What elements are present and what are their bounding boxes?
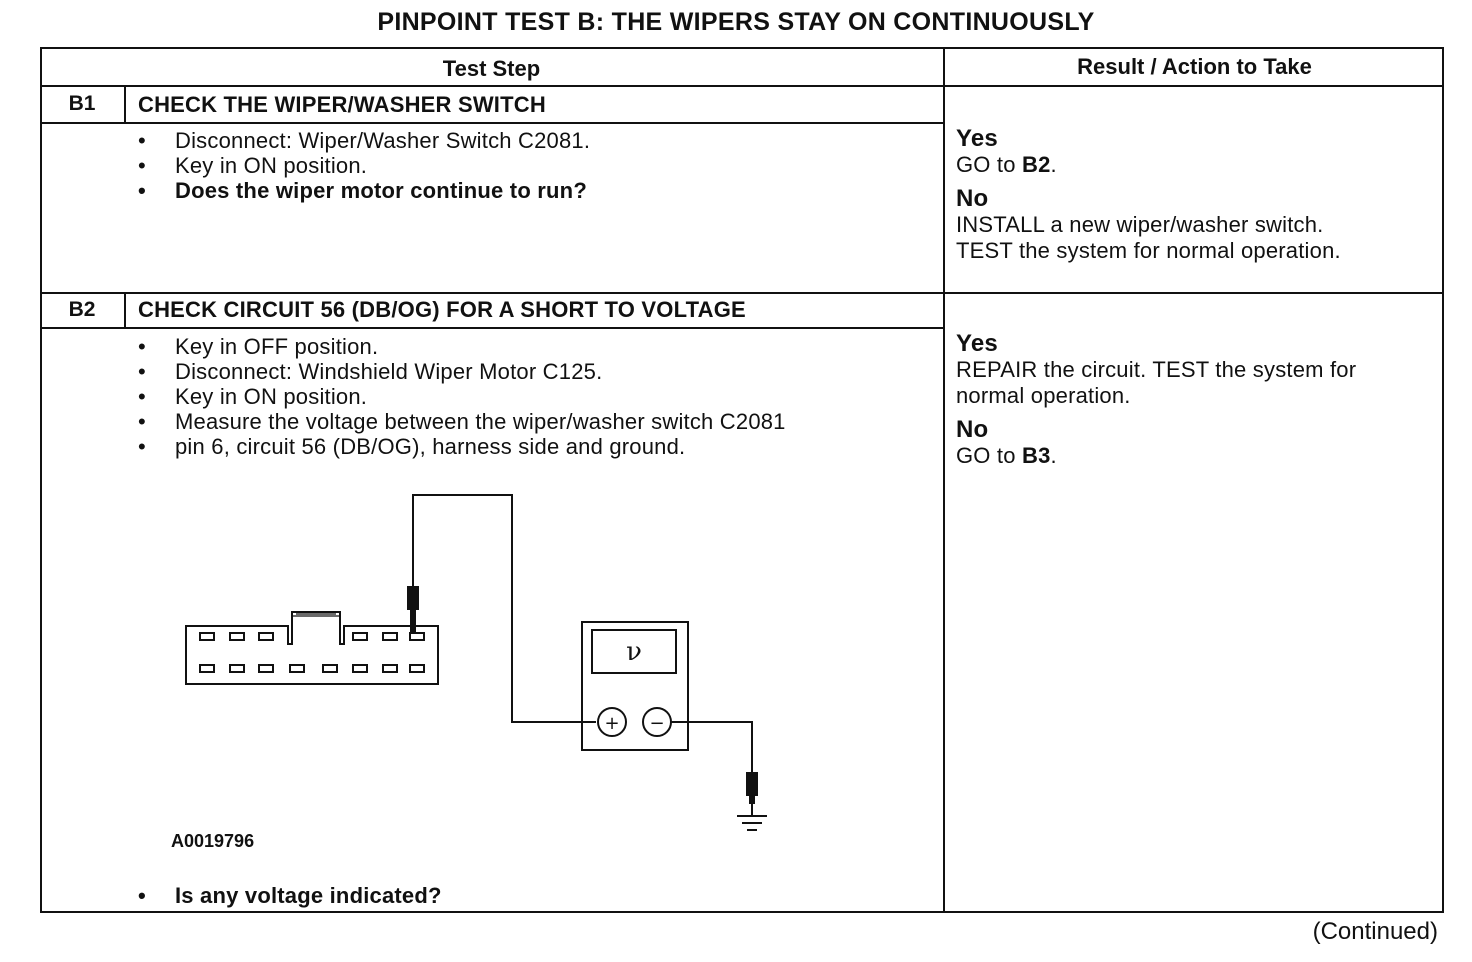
result-yes-label: Yes bbox=[956, 125, 998, 152]
positive-test-lead bbox=[412, 494, 596, 723]
negative-test-lead bbox=[671, 721, 753, 775]
connector-pin bbox=[199, 632, 215, 641]
result-no-action: GO to B3. bbox=[956, 443, 1057, 468]
step-b2-bullet: Key in OFF position. bbox=[138, 334, 928, 359]
column-header-test-step: Test Step bbox=[442, 56, 541, 81]
voltage-test-illustration: ν + − bbox=[185, 494, 767, 831]
probe-ground bbox=[746, 772, 758, 796]
voltmeter-display bbox=[591, 629, 677, 674]
step-reference: B2 bbox=[1022, 152, 1051, 177]
step-b2-id: B2 bbox=[68, 298, 96, 321]
step-b1-result: Yes GO to B2. No INSTALL a new wiper/was… bbox=[956, 126, 1436, 264]
connector-pin bbox=[352, 632, 368, 641]
result-no-action: TEST the system for normal operation. bbox=[956, 238, 1341, 263]
result-no-action: INSTALL a new wiper/washer switch. bbox=[956, 212, 1324, 237]
step-b2-result: Yes REPAIR the circuit. TEST the system … bbox=[956, 331, 1436, 469]
step-b2-bullet: Disconnect: Windshield Wiper Motor C125. bbox=[138, 359, 928, 384]
result-yes-action: GO to B2. bbox=[956, 152, 1057, 177]
connector-pin bbox=[382, 632, 398, 641]
step-b1-bullet: Key in ON position. bbox=[138, 153, 928, 178]
step-b1-title: CHECK THE WIPER/WASHER SWITCH bbox=[138, 92, 546, 117]
b1-b2-divider bbox=[40, 292, 1444, 294]
voltmeter-symbol: ν bbox=[626, 637, 642, 667]
b1-id-divider bbox=[124, 86, 126, 123]
step-b2-bullet: Measure the voltage between the wiper/wa… bbox=[138, 409, 928, 434]
connector-pin bbox=[352, 664, 368, 673]
step-b2-title: CHECK CIRCUIT 56 (DB/OG) FOR A SHORT TO … bbox=[138, 297, 746, 322]
b2-id-divider bbox=[124, 293, 126, 328]
continued-note: (Continued) bbox=[1312, 918, 1438, 945]
connector-pin bbox=[258, 664, 274, 673]
connector-pin bbox=[409, 664, 425, 673]
illustration-id: A0019796 bbox=[171, 831, 255, 851]
connector-pin bbox=[382, 664, 398, 673]
step-b2-question-list: Is any voltage indicated? bbox=[138, 883, 928, 908]
connector-pin-6 bbox=[409, 632, 425, 641]
step-reference: B3 bbox=[1022, 443, 1051, 468]
step-b2-question: Is any voltage indicated? bbox=[138, 883, 928, 908]
connector-pin bbox=[289, 664, 305, 673]
step-b1-bullet: Disconnect: Wiper/Washer Switch C2081. bbox=[138, 128, 928, 153]
voltmeter-positive-terminal bbox=[597, 707, 627, 737]
result-no-label: No bbox=[956, 185, 989, 212]
connector-pin bbox=[258, 632, 274, 641]
connector-lock-tab bbox=[292, 613, 340, 617]
result-yes-label: Yes bbox=[956, 330, 998, 357]
header-divider bbox=[40, 85, 1444, 87]
page-title: PINPOINT TEST B: THE WIPERS STAY ON CONT… bbox=[377, 8, 1095, 36]
connector-pin bbox=[229, 664, 245, 673]
voltmeter-body bbox=[581, 621, 689, 751]
column-divider bbox=[943, 47, 945, 913]
step-b2-instructions: Key in OFF position. Disconnect: Windshi… bbox=[138, 334, 928, 459]
result-yes-action: REPAIR the circuit. TEST the system for bbox=[956, 357, 1357, 382]
plus-icon: + bbox=[604, 713, 619, 734]
b1-title-divider bbox=[40, 122, 944, 124]
probe-positive bbox=[407, 586, 419, 610]
b2-title-divider bbox=[40, 327, 944, 329]
step-b1-question: Does the wiper motor continue to run? bbox=[138, 178, 928, 203]
step-b1-id: B1 bbox=[68, 92, 96, 115]
step-b2-bullet: Key in ON position. bbox=[138, 384, 928, 409]
result-yes-action: normal operation. bbox=[956, 383, 1131, 408]
step-b2-bullet-continuation: pin 6, circuit 56 (DB/OG), harness side … bbox=[138, 434, 928, 459]
connector-pin bbox=[322, 664, 338, 673]
minus-icon: − bbox=[649, 713, 664, 734]
step-b1-instructions: Disconnect: Wiper/Washer Switch C2081. K… bbox=[138, 128, 928, 203]
column-header-result: Result / Action to Take bbox=[1077, 54, 1312, 79]
connector-pin bbox=[199, 664, 215, 673]
pinpoint-test-table bbox=[40, 47, 1444, 913]
result-no-label: No bbox=[956, 416, 989, 443]
connector-c2081-body bbox=[185, 611, 439, 685]
ground-icon bbox=[737, 802, 767, 831]
connector-pin bbox=[229, 632, 245, 641]
